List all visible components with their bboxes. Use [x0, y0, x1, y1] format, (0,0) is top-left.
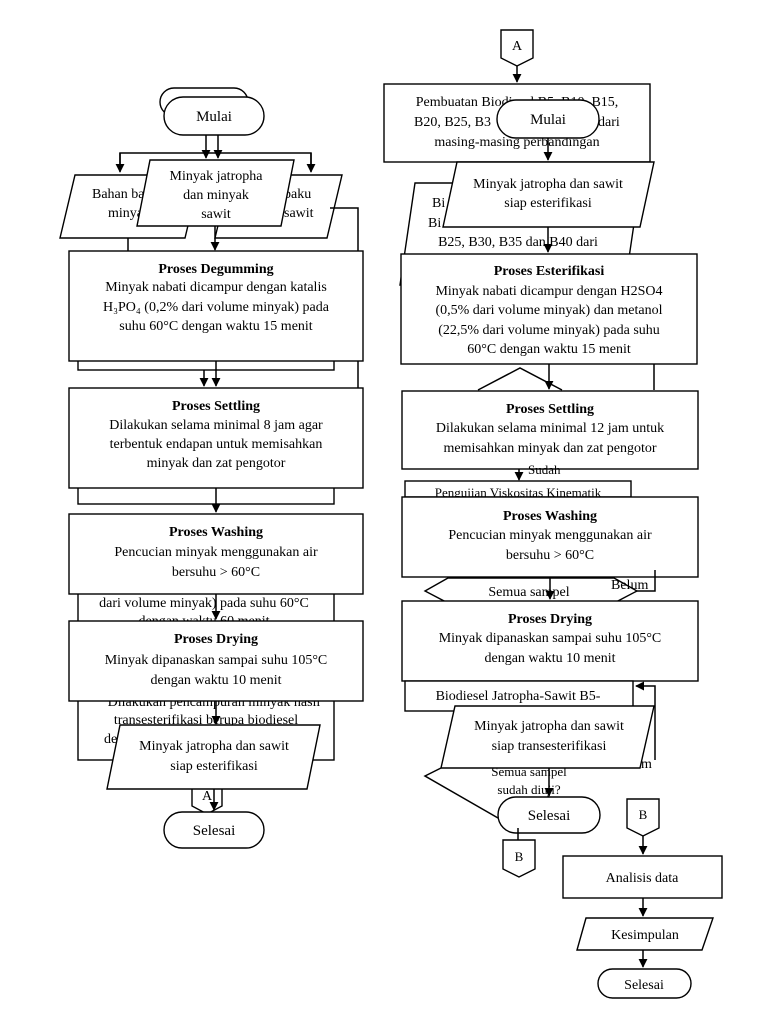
esterifikasi-line4: 60°C dengan waktu 15 menit — [467, 342, 631, 357]
drying-right-line2: dengan waktu 10 menit — [484, 651, 615, 666]
drying-right-title: Proses Drying — [508, 612, 592, 627]
connector-a-left-label: A — [202, 789, 213, 804]
washing-right-line1: Pencucian minyak menggunakan air — [448, 528, 652, 543]
esterifikasi-line1: Minyak nabati dicampur dengan H2SO4 — [435, 284, 662, 299]
process-washing-right — [401, 496, 699, 578]
end-label-right: Selesai — [528, 808, 571, 824]
ghost-bi-line2: Bi — [428, 216, 441, 231]
output-left-line2: siap esterifikasi — [170, 759, 258, 774]
settling-left-title: Proses Settling — [172, 399, 260, 414]
ghost-belum-1: Belum — [611, 578, 648, 593]
drying-left-line1: Minyak dipanaskan sampai suhu 105°C — [105, 653, 328, 668]
drying-left-title: Proses Drying — [174, 632, 258, 647]
end-label-left: Selesai — [193, 823, 236, 839]
degumming-title: Proses Degumming — [158, 262, 273, 277]
washing-left-line1: Pencucian minyak menggunakan air — [114, 545, 318, 560]
kesimpulan-label: Kesimpulan — [611, 928, 679, 943]
settling-left-line3: minyak dan zat pengotor — [147, 456, 286, 471]
output-kesimpulan — [576, 917, 714, 951]
ghost-raw-a-line1: Bahan ba — [92, 187, 145, 202]
ghost-pengujian: Pengujian Viskositas Kinematik — [435, 485, 602, 500]
ghost-pembuatan-line3: masing-masing perbandingan — [434, 135, 599, 150]
ghost-bi-line3: B25, B30, B35 dan B40 dari — [438, 235, 598, 250]
input-left-line2: dan minyak — [183, 188, 249, 203]
ghost-decision-2-line1: Semua sampel — [491, 764, 567, 779]
end-terminal-left — [163, 811, 265, 849]
process-drying-left — [68, 620, 364, 702]
settling-right-title: Proses Settling — [506, 402, 594, 417]
output-right-line2: siap transesterifikasi — [492, 739, 607, 754]
drying-right-line1: Minyak dipanaskan sampai suhu 105°C — [439, 631, 662, 646]
process-settling-right — [401, 390, 699, 470]
bottom-right-flow: B Analisis data Kesimpulan Selesai — [562, 798, 723, 999]
ghost-sudah: Sudah — [528, 462, 561, 477]
ghost-below-2: transesterifikasi berupa biodiesel — [114, 713, 298, 728]
esterifikasi-line2: (0,5% dari volume minyak) dan metanol — [435, 303, 662, 318]
start-label-left: Mulai — [196, 109, 232, 125]
connector-b-start-label: B — [639, 807, 648, 822]
ghost-between-1: dari volume minyak) pada suhu 60°C — [99, 596, 309, 611]
output-parallelogram-right — [440, 705, 655, 769]
connector-a-top — [500, 29, 534, 67]
input-right-line1: Minyak jatropha dan sawit — [473, 177, 623, 192]
connector-b-right-label: B — [515, 849, 524, 864]
process-esterifikasi — [400, 253, 698, 365]
end-terminal-bottom — [597, 968, 692, 999]
input-left-line1: Minyak jatropha — [170, 169, 264, 184]
settling-left-line1: Dilakukan selama minimal 8 jam agar — [109, 418, 323, 433]
degumming-line2: H₃PO₄ (0,2% dari volume minyak) pada — [103, 300, 330, 315]
ghost-raw-b-line1: baku — [284, 187, 311, 202]
ghost-loop-line — [635, 681, 656, 760]
esterifikasi-line3: (22,5% dari volume minyak) pada suhu — [438, 323, 660, 338]
connector-a-top-label: A — [512, 39, 523, 54]
ghost-raw-b-line2: sawit — [284, 206, 314, 221]
end-terminal-right — [497, 796, 601, 834]
start-terminal-left — [163, 96, 265, 136]
output-parallelogram-left — [106, 724, 321, 790]
input-parallelogram-right — [442, 161, 655, 228]
right-flow: A Pembuatan Biodiesel B5, B10, B15, B20,… — [383, 29, 699, 878]
ghost-belum-2: m — [641, 757, 652, 772]
input-right-line2: siap esterifikasi — [504, 196, 592, 211]
ghost-bi-line1: Bi — [432, 196, 445, 211]
process-washing-left — [68, 513, 364, 595]
ghost-decision-2-line2: sudah diuji? — [497, 782, 560, 797]
esterifikasi-title: Proses Esterifikasi — [494, 264, 605, 279]
connector-b-right — [502, 839, 536, 878]
washing-right-line2: bersuhu > 60°C — [506, 548, 594, 563]
ghost-pembuatan-line2a: B20, B25, B3 — [414, 115, 491, 130]
ghost-below-3: de — [104, 732, 117, 747]
ghost-raw-a-line2: minya — [108, 206, 144, 221]
ghost-decision-1-label: Semua sampel — [488, 585, 569, 600]
output-left-line1: Minyak jatropha dan sawit — [139, 739, 289, 754]
input-left-line3: sawit — [201, 207, 231, 222]
start-label-right: Mulai — [530, 112, 566, 128]
degumming-line3: suhu 60°C dengan waktu 15 menit — [119, 319, 313, 334]
settling-right-line1: Dilakukan selama minimal 12 jam untuk — [436, 421, 664, 436]
drying-left-line2: dengan waktu 10 menit — [150, 673, 281, 688]
process-drying-right — [401, 600, 699, 682]
ghost-decision-2-left — [423, 767, 499, 819]
degumming-line1: Minyak nabati dicampur dengan katalis — [105, 280, 327, 295]
end-label-bottom: Selesai — [624, 978, 664, 993]
analisis-label: Analisis data — [606, 871, 679, 886]
left-flow: Bahan ba minya baku sawit dari volume mi… — [59, 87, 364, 849]
connector-b-start — [626, 798, 660, 837]
ghost-biodiesel: Biodiesel Jatropha-Sawit B5- — [436, 689, 601, 704]
process-settling-left — [68, 387, 364, 489]
settling-right-line2: memisahkan minyak dan zat pengotor — [443, 441, 656, 456]
ghost-belum-line-1 — [637, 570, 656, 592]
ghost-pembuatan-line2b: dari — [598, 115, 620, 130]
input-parallelogram-left — [136, 159, 295, 227]
washing-left-title: Proses Washing — [169, 525, 263, 540]
washing-left-line2: bersuhu > 60°C — [172, 565, 260, 580]
washing-right-title: Proses Washing — [503, 509, 597, 524]
settling-left-line2: terbentuk endapan untuk memisahkan — [110, 437, 323, 452]
output-right-line1: Minyak jatropha dan sawit — [474, 719, 624, 734]
